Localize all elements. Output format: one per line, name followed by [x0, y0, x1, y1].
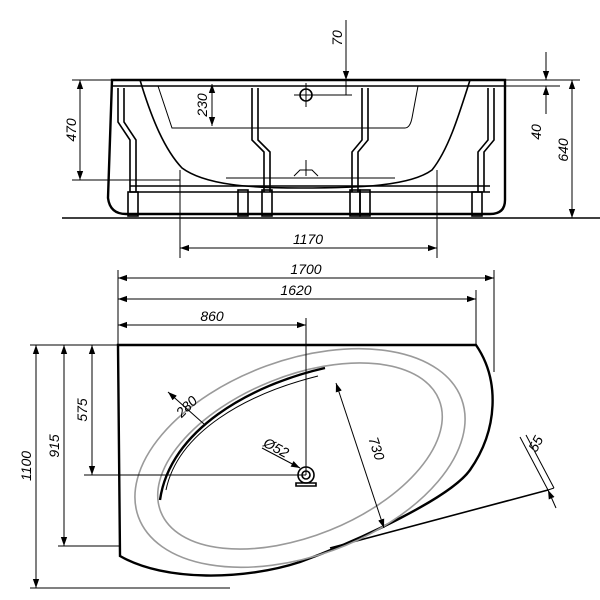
dim-overall-length: 1700 — [290, 261, 321, 277]
dim-overall-width: 1100 — [18, 451, 34, 481]
dim-height-total: 640 — [555, 138, 571, 162]
dim-rim-length: 1620 — [280, 282, 311, 298]
bowl-contour-inner — [156, 362, 444, 550]
dim-rim-step: 40 — [528, 124, 544, 140]
dim-drain-diameter: Ø52 — [260, 434, 292, 461]
plan-view: 1700 1620 860 280 Ø52 730 55 575 915 110… — [18, 261, 557, 589]
support-frame — [117, 88, 495, 217]
dim-drain-offset-x: 860 — [200, 308, 224, 324]
dim-height-left: 470 — [63, 118, 79, 142]
dim-bowl-width: 730 — [366, 435, 389, 462]
dim-side-length: 915 — [46, 434, 62, 458]
dim-depth-inner: 230 — [194, 93, 210, 118]
dim-inner-width: 1170 — [293, 231, 323, 247]
dim-overflow-offset: 70 — [329, 30, 345, 46]
dim-drain-offset-y: 575 — [74, 398, 90, 422]
bowl-contour-outer — [134, 347, 466, 569]
elevation-view: 470 230 70 40 640 1170 — [62, 20, 600, 258]
dim-rim-width: 55 — [525, 433, 547, 454]
bowl-profile — [139, 79, 471, 189]
bowl-inner-step — [157, 85, 419, 129]
tub-outer-shell — [106, 78, 507, 216]
